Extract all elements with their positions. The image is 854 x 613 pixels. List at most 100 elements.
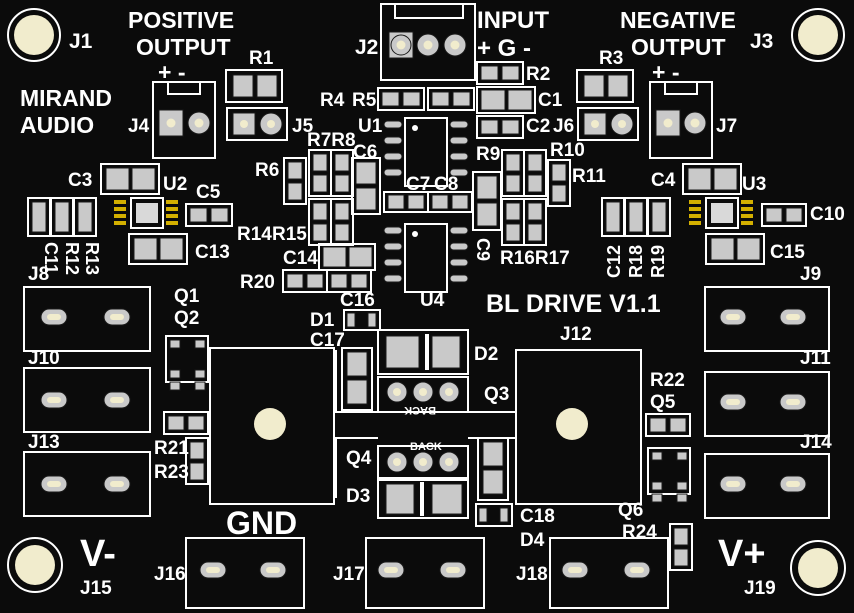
resistor-r24 — [669, 523, 693, 571]
label-u2: U2 — [163, 174, 187, 195]
resistor-r22 — [645, 413, 691, 437]
label-c4: C4 — [651, 170, 676, 191]
label-d3: D3 — [346, 486, 370, 507]
capacitor-c10 — [761, 203, 807, 227]
label-j18: J18 — [516, 564, 548, 585]
label-r16r17: R16R17 — [500, 248, 570, 269]
label-r5: R5 — [352, 90, 377, 111]
resistor-r4 — [377, 87, 425, 111]
label-j16: J16 — [154, 564, 186, 585]
label-r13: R13 — [82, 242, 102, 275]
negative-output-line2: OUTPUT — [631, 34, 726, 60]
label-j19: J19 — [744, 578, 776, 599]
mounting-hole-j1 — [7, 8, 61, 62]
label-j7: J7 — [716, 116, 737, 137]
label-j1: J1 — [69, 30, 93, 53]
label-j12: J12 — [560, 324, 592, 345]
label-j3: J3 — [750, 30, 773, 53]
label-r10: R10 — [550, 140, 585, 161]
positive-output-pins: + - — [158, 59, 185, 85]
terminal-j14 — [704, 453, 830, 519]
mounting-hole-j19 — [790, 540, 846, 596]
brand-line1: MIRAND — [20, 85, 112, 111]
label-q1: Q1 — [174, 286, 200, 307]
mounting-hole-j3 — [791, 8, 845, 62]
input-pins: + G - — [477, 35, 531, 62]
terminal-j11 — [704, 371, 830, 437]
label-r12: R12 — [62, 242, 82, 275]
label-r6: R6 — [255, 160, 279, 181]
resistor-r16 — [501, 198, 525, 246]
transistor-q1-q2 — [165, 335, 209, 391]
resistor-r17 — [523, 198, 547, 246]
label-u1: U1 — [358, 116, 383, 137]
mounting-hole-j15 — [7, 537, 63, 593]
terminal-j13 — [23, 451, 151, 517]
terminal-j9 — [704, 286, 830, 352]
label-q3: Q3 — [484, 384, 509, 405]
diode-d1 — [343, 309, 381, 331]
label-r24: R24 — [622, 522, 657, 543]
label-r11: R11 — [572, 166, 606, 187]
label-j15: J15 — [80, 578, 112, 599]
input-header-j2 — [380, 3, 476, 81]
label-c7: C7 — [406, 174, 430, 195]
terminal-j8 — [23, 286, 151, 352]
resistor-r9 — [501, 149, 525, 197]
label-c2: C2 — [526, 116, 550, 137]
capacitor-c18 — [477, 437, 509, 501]
v-plus-label: V+ — [718, 533, 766, 575]
resistor-r20 — [282, 269, 328, 293]
resistor-r11 — [547, 159, 571, 207]
capacitor-c2 — [476, 115, 524, 139]
resistor-r21 — [163, 411, 209, 435]
opamp-u1 — [383, 117, 469, 187]
negative-output-pins: + - — [652, 59, 679, 85]
resistor-r15 — [330, 198, 354, 246]
label-q2: Q2 — [174, 308, 199, 329]
resistor-r1 — [225, 69, 283, 103]
capacitor-c9 — [472, 171, 502, 231]
left-passive-column — [27, 197, 97, 237]
label-q4: Q4 — [346, 448, 372, 469]
heatsink-pad-j12 — [515, 349, 642, 505]
capacitor-c14 — [318, 243, 376, 271]
label-c6: C6 — [353, 142, 377, 163]
resistor-r14 — [308, 198, 332, 246]
label-q6: Q6 — [618, 500, 643, 521]
heatsink-pad-gnd — [209, 347, 335, 505]
resistor-r2 — [476, 61, 524, 85]
resistor-r23 — [185, 437, 209, 485]
label-j2: J2 — [355, 36, 378, 59]
label-c9: C9 — [473, 238, 493, 261]
capacitor-c7 — [383, 191, 429, 213]
label-r22: R22 — [650, 370, 685, 391]
label-c1: C1 — [538, 90, 563, 111]
label-r3: R3 — [599, 48, 623, 69]
positive-output-line1: POSITIVE — [128, 7, 234, 33]
header-j5 — [226, 107, 288, 141]
label-u3: U3 — [742, 174, 766, 195]
label-j5: J5 — [292, 116, 314, 137]
resistor-r10 — [523, 149, 547, 197]
label-r1: R1 — [249, 48, 274, 69]
regulator-u2 — [114, 197, 178, 229]
label-r23: R23 — [154, 462, 189, 483]
transistor-q3 — [377, 376, 469, 413]
diode-d4 — [475, 503, 513, 527]
label-u4: U4 — [420, 290, 445, 311]
positive-output-header-j4 — [152, 81, 216, 159]
input-line1: INPUT — [477, 7, 549, 34]
label-j4: J4 — [128, 116, 150, 137]
diode-d2 — [377, 329, 469, 375]
label-r21: R21 — [154, 438, 189, 459]
capacitor-c15 — [705, 233, 765, 265]
power-stage-outline — [335, 350, 516, 498]
label-c16: C16 — [340, 290, 375, 311]
regulator-u3 — [689, 197, 753, 229]
label-r15: R15 — [272, 224, 307, 245]
label-j6: J6 — [553, 116, 574, 137]
label-r2: R2 — [526, 64, 550, 85]
